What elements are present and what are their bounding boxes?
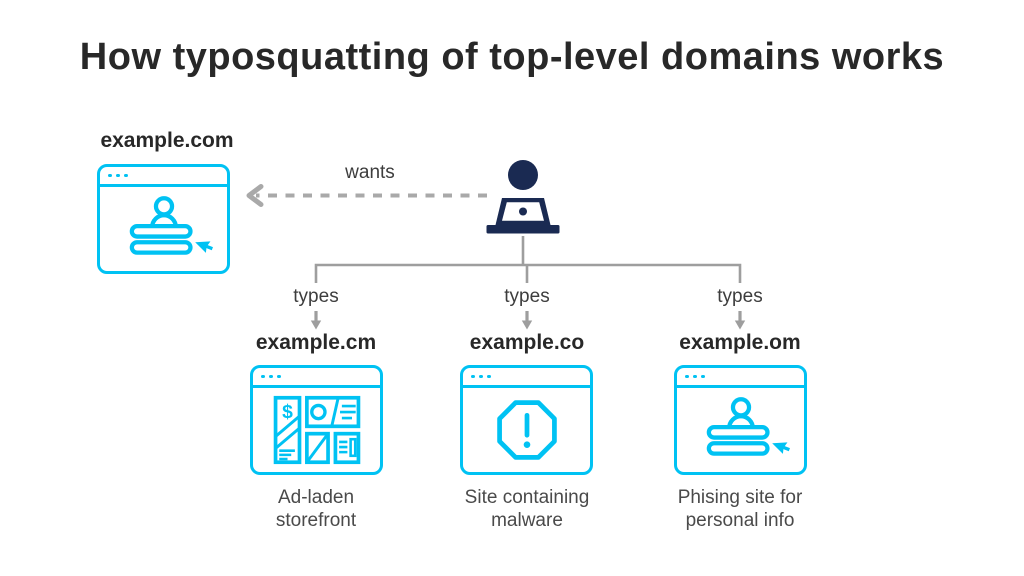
- cursor-icon: [194, 241, 213, 254]
- branch-caption: Ad-laden storefront: [216, 486, 416, 532]
- typo-domain-label: example.cm: [255, 331, 377, 354]
- branch-caption: Site containing malware: [427, 486, 627, 532]
- window-dot: [124, 173, 128, 178]
- warning-octagon-icon: [496, 400, 557, 461]
- person-at-laptop-icon: [486, 160, 560, 234]
- window-content: [463, 389, 590, 473]
- window-content: $: [253, 389, 380, 473]
- types-label: types: [717, 286, 763, 307]
- window-dot: [471, 374, 475, 379]
- window-content: [677, 389, 804, 473]
- window-content: [100, 188, 227, 272]
- types-tree: [314, 236, 742, 283]
- window-titlebar: [463, 368, 590, 388]
- typo-domain-label: example.co: [469, 331, 585, 354]
- caption-line: Phising site for: [677, 487, 803, 508]
- source-domain-label: example.com: [100, 129, 234, 152]
- typo-site-window-cm: $: [250, 365, 383, 475]
- window-titlebar: [100, 167, 227, 187]
- wants-arrow: [246, 184, 487, 207]
- window-dot: [487, 374, 491, 379]
- window-titlebar: [253, 368, 380, 388]
- login-page-icon: [706, 397, 790, 457]
- window-dot: [693, 374, 697, 379]
- down-arrow-icon: [521, 311, 533, 330]
- caption-line: storefront: [275, 510, 357, 531]
- window-dot: [116, 173, 120, 178]
- cursor-icon: [771, 442, 790, 455]
- window-dot: [701, 374, 705, 379]
- storefront-icon: $: [273, 396, 360, 465]
- caption-line: Site containing: [464, 487, 590, 508]
- wants-label: wants: [345, 162, 395, 183]
- types-label: types: [293, 286, 339, 307]
- login-page-icon: [129, 196, 213, 256]
- caption-line: personal info: [685, 510, 795, 531]
- source-site-window: [97, 164, 230, 274]
- arrowhead-left-icon: [246, 184, 264, 207]
- window-dot: [685, 374, 689, 379]
- typo-site-window-co: [460, 365, 593, 475]
- caption-line: malware: [491, 510, 563, 531]
- window-titlebar: [677, 368, 804, 388]
- dollar-glyph: $: [282, 401, 293, 423]
- down-arrow-icon: [310, 311, 322, 330]
- window-dot: [261, 374, 265, 379]
- window-dot: [479, 374, 483, 379]
- typo-site-window-om: [674, 365, 807, 475]
- down-arrow-icon: [734, 311, 746, 330]
- window-dot: [269, 374, 273, 379]
- window-dot: [277, 374, 281, 379]
- page-title: How typosquatting of top-level domains w…: [79, 36, 945, 78]
- window-dot: [108, 173, 112, 178]
- types-label: types: [504, 286, 550, 307]
- caption-line: Ad-laden: [277, 487, 355, 508]
- typo-domain-label: example.om: [679, 331, 801, 354]
- branch-caption: Phising site for personal info: [640, 486, 840, 532]
